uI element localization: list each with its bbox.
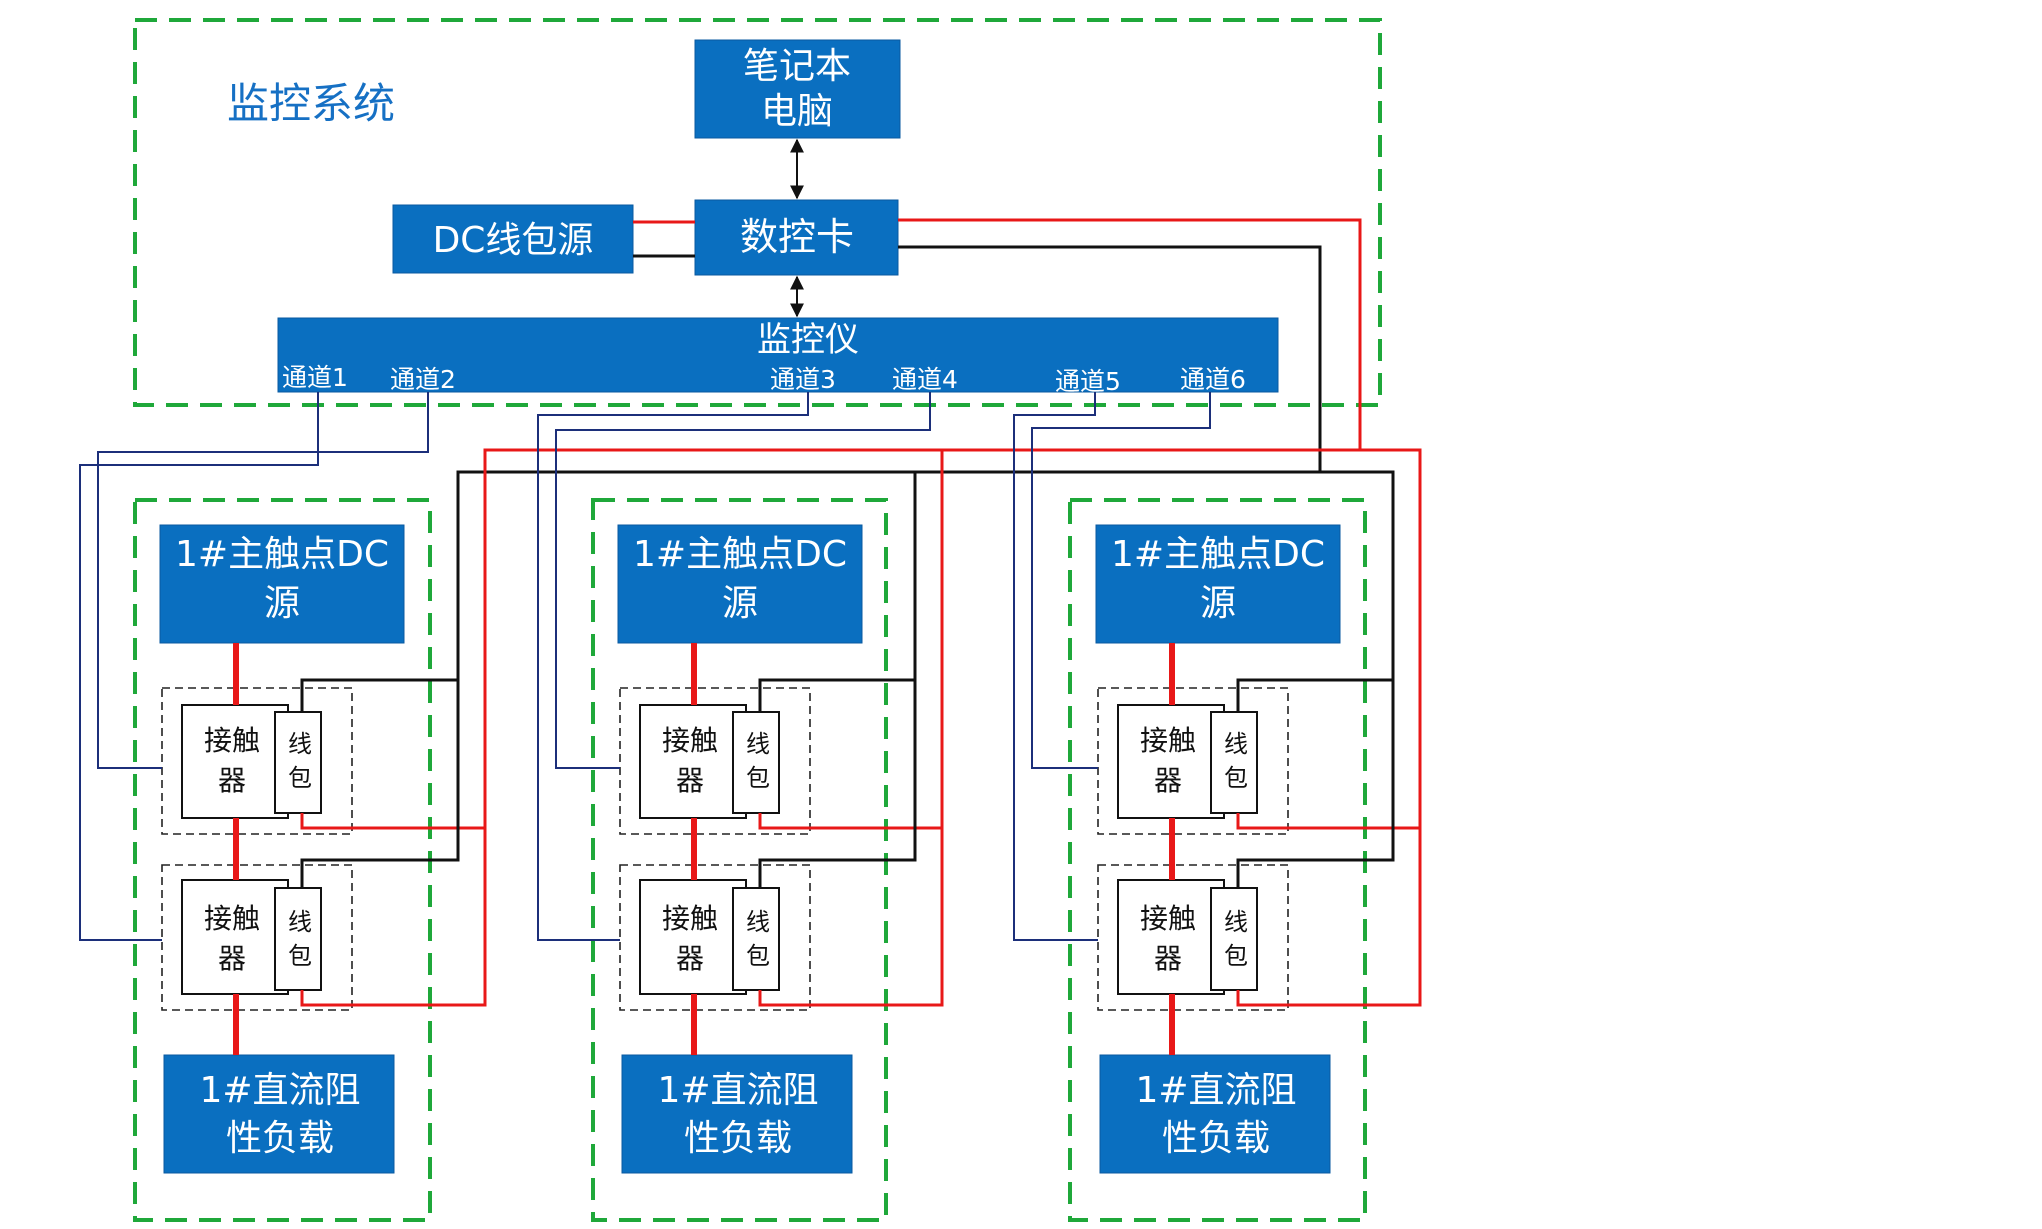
group-1-module-b: [161, 864, 353, 1011]
group-1-source: [159, 524, 405, 644]
group-3-contactor-a: [1117, 704, 1225, 819]
group-3-coil-b-black: [1236, 680, 1395, 888]
group-2-contactor-a-line2: 器: [676, 764, 704, 797]
group-2-module-a: [619, 687, 811, 835]
monitoring-system-frame: [133, 18, 1382, 407]
group-1-coil-a-black: [300, 678, 458, 712]
group-1-channel-2-wire: [97, 392, 429, 769]
group-3-coil-b-line2: 包: [1224, 942, 1248, 970]
group-1-contactor-a: [181, 704, 289, 819]
group-1-coil-b-red: [300, 990, 485, 1007]
group-1-source-line2: 源: [264, 583, 300, 624]
group-3: 1#主触点DC 源 接触 器 线 包 接触 器 线 包 1#直流阻 性负载: [1013, 392, 1420, 1222]
monitor-bar: [277, 317, 1279, 393]
group-2-coil-a-line1: 线: [746, 730, 770, 758]
group-1-coil-a-line2: 包: [288, 764, 312, 792]
group-3-contactor-a-line2: 器: [1154, 764, 1182, 797]
group-3-load: [1099, 1054, 1331, 1174]
group-1-channel-1-wire: [79, 392, 319, 941]
group-2-coil-a-black: [758, 472, 917, 712]
group-2-coil-b-black: [758, 680, 917, 888]
group-1-contactor-a-line2: 器: [218, 764, 246, 797]
group-1: 1#主触点DC 源 接触 器 线 包 接触 器 线 包 1#直流阻 性负载: [79, 392, 485, 1222]
group-1-load: [163, 1054, 395, 1174]
group-2-contactor-a-line1: 接触: [662, 724, 718, 757]
group-3-coil-a-line1: 线: [1224, 730, 1248, 758]
group-1-contactor-a-line1: 接触: [204, 724, 260, 757]
group-1-coil-b-line1: 线: [288, 908, 312, 936]
group-3-module-a: [1097, 687, 1289, 835]
group-3-coil-b-line1: 线: [1224, 908, 1248, 936]
group-1-contactor-b-line1: 接触: [204, 902, 260, 935]
group-2-channel-3-wire: [537, 392, 809, 941]
group-1-coil-a: [274, 711, 322, 814]
monitor-title: 监控仪: [757, 320, 859, 360]
group-3-coil-a: [1210, 711, 1258, 814]
group-2-source-line1: 1#主触点DC: [633, 534, 847, 575]
group-2-coil-b-line1: 线: [746, 908, 770, 936]
group-3-contactor-b: [1117, 879, 1225, 995]
group-2-coil-b-red: [758, 450, 944, 1007]
laptop-label-line2: 电脑: [761, 91, 833, 132]
group-2-contactor-a: [639, 704, 747, 819]
group-2-load-line2: 性负载: [684, 1118, 792, 1159]
group-2-module-b: [619, 864, 811, 1011]
group-3-channel-6-wire: [1031, 392, 1211, 769]
laptop-label-line1: 笔记本: [743, 46, 851, 87]
group-1-coil-a-line1: 线: [288, 730, 312, 758]
group-1-load-line1: 1#直流阻: [199, 1070, 360, 1111]
group-3-coil-a-black: [1236, 678, 1393, 712]
group-2-coil-a: [732, 711, 780, 814]
group-2-coil-b: [732, 887, 780, 991]
group-1-coil-a-red: [300, 813, 485, 830]
group-2-coil-a-line2: 包: [746, 764, 770, 792]
group-2: 1#主触点DC 源 接触 器 线 包 接触 器 线 包 1#直流阻 性负载: [537, 392, 944, 1222]
group-3-module-b: [1097, 864, 1289, 1011]
group-3-source-line2: 源: [1200, 583, 1236, 624]
channel-6-label: 通道6: [1180, 365, 1246, 394]
group-1-module-a: [161, 687, 353, 835]
group-3-channel-5-wire: [1013, 392, 1098, 941]
group-3-source-line1: 1#主触点DC: [1111, 534, 1325, 575]
channel-3-label: 通道3: [770, 365, 836, 394]
monitoring-system-label: 监控系统: [227, 79, 395, 128]
group-2-contactor-b-line1: 接触: [662, 902, 718, 935]
dc-coil-source-box: [392, 204, 634, 274]
group-1-source-line1: 1#主触点DC: [175, 534, 389, 575]
group-1-contactor-b-line2: 器: [218, 942, 246, 975]
group-2-coil-a-red: [758, 813, 942, 830]
group-2-contactor-b: [639, 879, 747, 995]
group-2-coil-b-line2: 包: [746, 942, 770, 970]
group-1-coil-b: [274, 887, 322, 991]
dc-coil-source-label: DC线包源: [433, 220, 594, 261]
group-3-coil-b: [1210, 887, 1258, 991]
group-3-contactor-b-line2: 器: [1154, 942, 1182, 975]
group-1-contactor-b: [181, 879, 289, 995]
group-2-source-line2: 源: [722, 583, 758, 624]
group-3-contactor-a-line1: 接触: [1140, 724, 1196, 757]
group-3-load-line2: 性负载: [1162, 1118, 1270, 1159]
group-3-coil-a-red: [1236, 813, 1420, 830]
group-1-load-line2: 性负载: [226, 1118, 334, 1159]
group-3-coil-a-line2: 包: [1224, 764, 1248, 792]
group-2-contactor-b-line2: 器: [676, 942, 704, 975]
group-2-load: [621, 1054, 853, 1174]
group-1-coil-b-line2: 包: [288, 942, 312, 970]
group-3-load-line1: 1#直流阻: [1135, 1070, 1296, 1111]
group-1-coil-b-black: [300, 680, 460, 888]
channel-4-label: 通道4: [892, 365, 958, 394]
group-2-load-line1: 1#直流阻: [657, 1070, 818, 1111]
group-3-contactor-b-line1: 接触: [1140, 902, 1196, 935]
channel-2-label: 通道2: [390, 365, 456, 394]
channel-5-label: 通道5: [1055, 367, 1121, 396]
channel-1-label: 通道1: [282, 363, 348, 392]
group-2-channel-4-wire: [555, 392, 931, 769]
laptop-box: [694, 39, 901, 139]
daq-card-label: 数控卡: [740, 215, 854, 259]
daq-card-box: [694, 199, 899, 276]
group-3-coil-b-red: [1236, 990, 1420, 1007]
group-2-source: [617, 524, 863, 644]
group-3-source: [1095, 524, 1341, 644]
